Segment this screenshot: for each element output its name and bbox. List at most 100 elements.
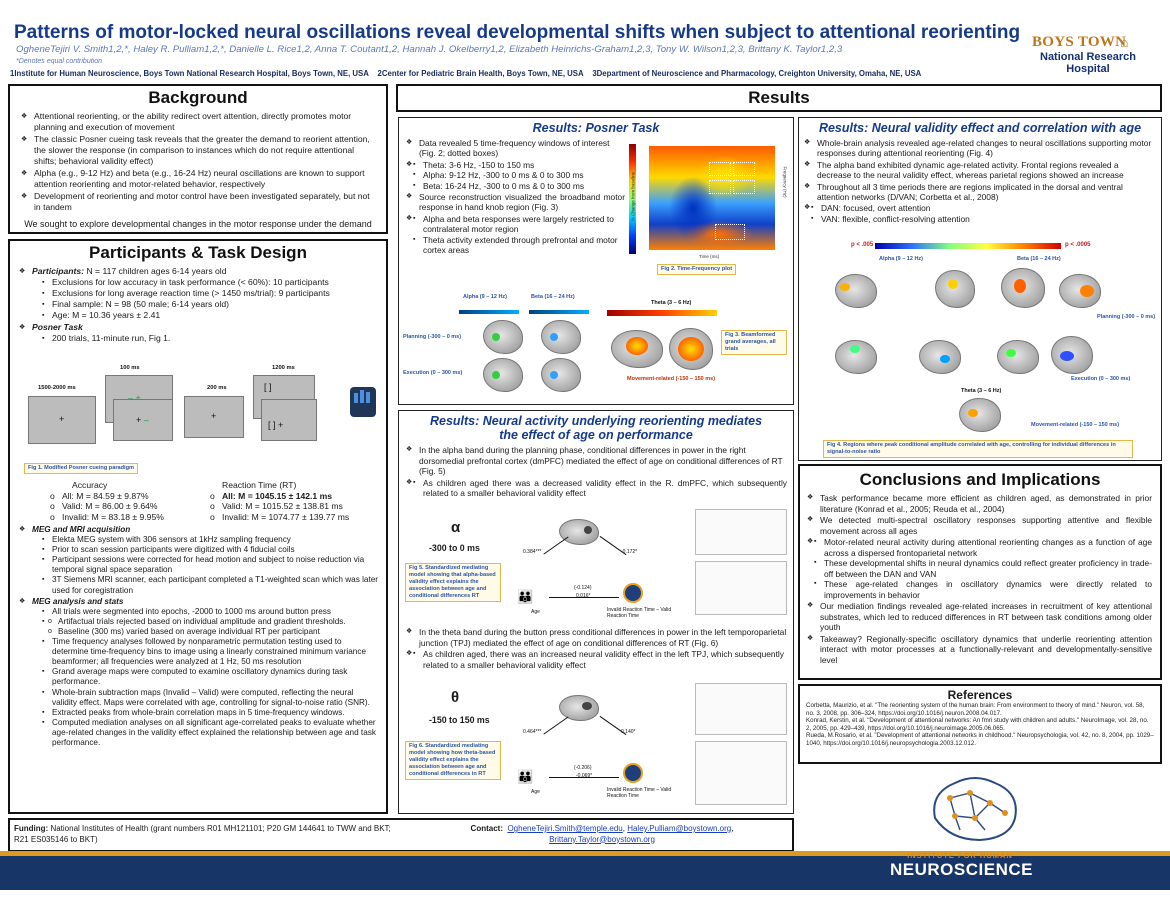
meg-detail: Elekta MEG system with 306 sensors at 1k… [38,535,378,545]
conclusions-list: Task performance became more efficient a… [804,493,1152,665]
background-item: The classic Posner cueing task reveals t… [18,134,378,167]
reference-item: Rueda, M.Rosario, et al. "Development of… [806,732,1154,747]
institute-logo: INSTITUTE FOR HUMAN NEUROSCIENCE [890,851,1033,880]
age-label: Age [531,789,540,795]
fig4-band-label: Beta (16 – 24 Hz) [1017,256,1061,262]
scatter-plot [695,683,787,735]
path-arrow [599,715,627,736]
validity-item: Whole-brain analysis revealed age-relate… [801,138,1155,159]
brain-beta-planning [541,320,581,354]
posner-window: Alpha: 9-12 Hz, -300 to 0 ms & 0 to 300 … [409,170,625,181]
mediation-results-section: Results: Neural activity underlying reor… [398,410,794,814]
contact-email[interactable]: Haley.Pulliam@boystown.org [627,824,732,833]
mediation-alpha-item: In the alpha band during the planning ph… [403,445,787,477]
alpha-mediation-figure: α -300 to 0 ms Fig 5. Standardized media… [399,505,793,623]
background-item: Attentional reorienting, or the ability … [18,111,378,133]
analysis-detail: Baseline (300 ms) varied based on averag… [44,627,378,637]
path-arrow [599,535,627,556]
posner-window: Theta: 3-6 Hz, -150 to 150 ms [409,160,625,171]
conclusion-item: Our mediation findings revealed age-rela… [804,601,1152,633]
fig1-caption: Fig 1. Modified Posner cueing paradigm [24,463,138,474]
fig3-phase-label: Planning (-300 – 0 ms) [403,334,462,340]
alpha-colorbar [459,310,519,314]
brain-alpha-execution [483,358,523,392]
mediation-title-line-2: the effect of age on performance [499,428,693,442]
scatter-plot [695,509,787,555]
brain-beta-execution [541,358,581,392]
fig4-brain [959,398,1001,432]
contact-email[interactable]: Brittany.Taylor@boystown.org [549,834,655,844]
institute-line-1: INSTITUTE FOR HUMAN [907,851,1013,860]
tf-colorbar [629,144,636,254]
trial-sequence-figure: 1500-2000 ms + 100 ms – + + – 200 ms + 1… [10,359,386,479]
rt-invalid: Invalid: M = 1074.77 ± 139.77 ms [221,511,350,522]
brain-alpha-planning [483,320,523,354]
contact-email[interactable]: OgheneTejiri.Smith@temple.edu [507,824,623,833]
analysis-detail: Computed mediation analyses on all signi… [38,718,378,748]
path-a-coefficient: 0.464*** [523,729,542,735]
mediation-alpha-list: In the alpha band during the planning ph… [403,445,787,499]
fig5-caption: Fig 5. Standardized mediating model show… [405,563,501,602]
fig2-caption: Fig 2. Time-Frequency plot [657,264,737,275]
target-marker: + – [136,415,149,425]
results-title: Results [748,88,810,107]
background-section: Background Attentional reorienting, or t… [8,84,388,234]
conclusion-subitem: Motor-related neural activity during att… [810,537,1152,558]
conclusion-subitem: These age-related changes in oscillatory… [810,579,1152,600]
funding-text: Funding: National Institutes of Health (… [14,824,404,845]
age-people-icon: 👪 [517,589,533,604]
trial-time-label: 100 ms [120,365,140,371]
age-people-icon: 👪 [517,769,534,784]
fig3-band-label: Alpha (9 – 12 Hz) [463,294,508,300]
reaction-time-block: Reaction Time (RT) o All: M = 1045.15 ± … [210,480,386,522]
p-threshold-low: p < .005 [851,242,874,248]
posner-item: Data revealed 5 time-frequency windows o… [403,138,625,159]
posner-results-section: Results: Posner Task Data revealed 5 tim… [398,117,794,405]
results-header: Results [396,84,1162,112]
tf-heatmap [649,146,775,250]
conclusion-item: Task performance became more efficient a… [804,493,1152,514]
study-aim: We sought to explore developmental chang… [24,219,372,232]
rt-valid: Valid: M = 1015.52 ± 138.81 ms [221,501,343,511]
tf-window-box [709,162,731,176]
references-section: References Corbetta, Maurizio, et al. "T… [798,684,1162,764]
equal-contribution-note: *Denotes equal contribution [16,58,103,65]
path-arrow [543,536,569,555]
posner-detail: Alpha and beta responses were largely re… [409,214,625,235]
reference-item: Konrad, Kerstin, et al. "Development of … [806,717,1149,732]
reference-item: Corbetta, Maurizio, et al. "The reorient… [806,702,1145,717]
author-list: OgheneTejiri V. Smith1,2,*, Haley R. Pul… [16,44,843,55]
trial-time-label: 1200 ms [272,365,295,371]
brain-theta-left [611,330,663,368]
contact-label: Contact: [470,824,503,833]
posner-window: Beta: 16-24 Hz, -300 to 0 ms & 0 to 300 … [409,181,625,192]
affiliation-3: 3Department of Neuroscience and Pharmaco… [592,69,922,78]
accuracy-title: Accuracy [72,480,108,490]
fig4-colorbar [875,243,1061,249]
p-threshold-high: p < .0005 [1065,242,1091,248]
target-screen: + – [113,399,173,441]
theta-symbol: θ [451,689,460,706]
theta-window: -150 to 150 ms [429,715,490,725]
beta-colorbar [529,310,589,314]
theta-colorbar [607,310,717,316]
house-icon: ⌂ [1120,34,1129,50]
background-item: Development of reorienting and motor con… [18,191,378,213]
fixation-cross: + [59,414,65,424]
rt-all: All: M = 1045.15 ± 142.1 ms [221,490,333,501]
analysis-detail: All trials were segmented into epochs, -… [38,607,378,617]
funding-body: National Institutes of Health (grant num… [14,824,391,844]
tf-window-box [733,180,755,194]
fig6-caption: Fig 6. Standardized mediating model show… [405,741,501,780]
meg-detail: 3T Siemens MRI scanner, each participant… [38,575,378,595]
fig4-brain [935,270,975,308]
analysis-detail: Extracted peaks from whole-brain correla… [38,708,378,718]
scatter-plot [695,561,787,615]
fig3-band-label: Beta (16 – 24 Hz) [531,294,575,300]
trial-time-label: 200 ms [207,385,227,391]
validity-results-section: Results: Neural validity effect and corr… [798,117,1162,461]
meg-analysis-label: MEG analysis and stats [32,596,124,606]
cue-arrow: – + [128,393,141,403]
institute-line-2: NEUROSCIENCE [890,860,1033,879]
validity-results-list: Whole-brain analysis revealed age-relate… [801,138,1155,225]
